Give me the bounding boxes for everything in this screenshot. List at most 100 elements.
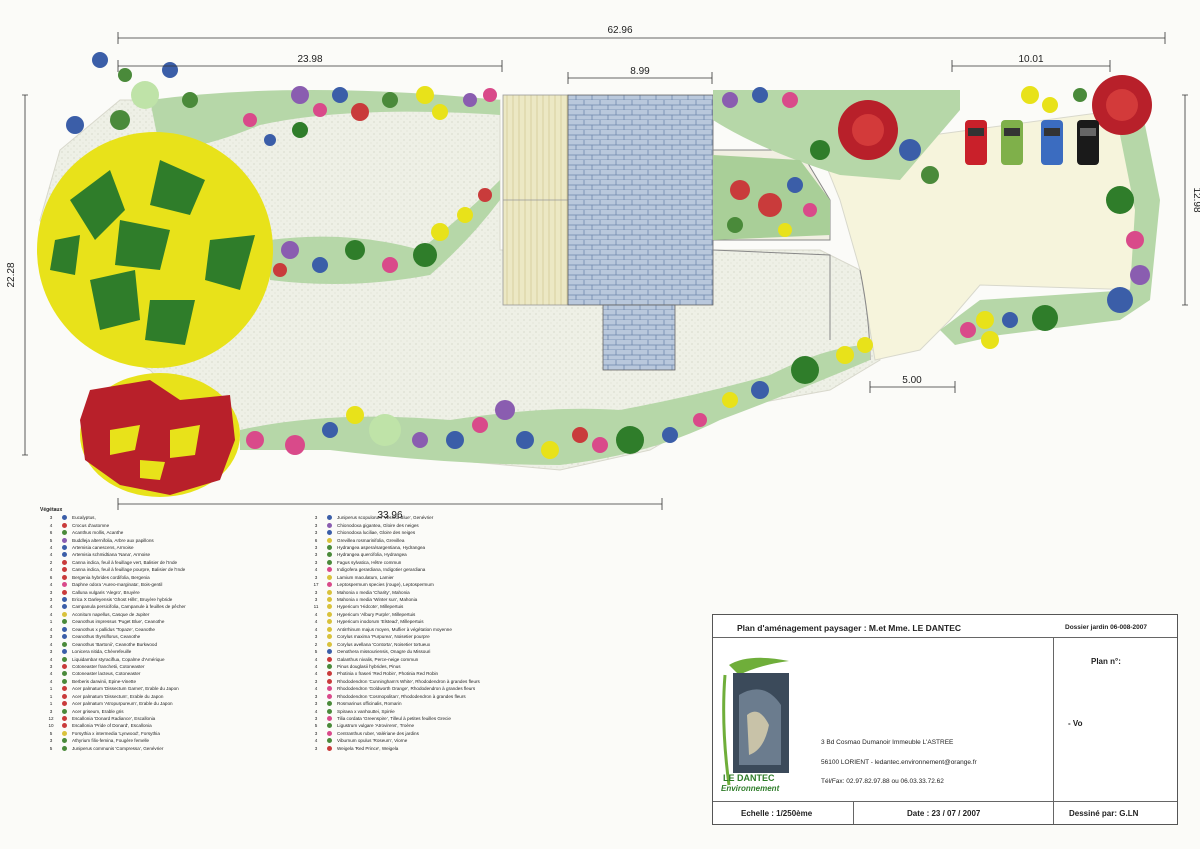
legend-item-name: Mahonia x media 'Winter sun', Mahonia [337,597,418,603]
legend-item-quantity: 1 [49,619,53,625]
legend-item-name: Rhododendron 'Cunningham's White', Rhodo… [337,678,480,684]
legend-item-name: Eucalyptus, [72,515,96,521]
plan-version: - Vo [1068,719,1083,728]
title-block: Plan d'aménagement paysager : M.et Mme. … [712,614,1178,825]
legend-item-name: Rhododendron 'Cosmopolitan', Rhododendro… [337,693,466,699]
legend-item-symbol [327,738,332,744]
legend-item-name: Fagus sylvatica, Hêtre commun [337,559,402,565]
legend-item-name: Weigela 'Red Prince', Weigela [337,745,399,751]
legend-item-symbol [62,544,67,550]
legend-item-quantity: 4 [49,641,53,647]
legend-item-quantity: 3 [49,634,53,640]
legend-item-symbol [62,530,67,536]
legend-item-symbol [327,582,332,588]
legend-item-symbol [62,522,67,528]
legend-item-symbol [327,522,332,528]
plan-number-label: Plan n°: [1091,657,1121,666]
legend-item-symbol [327,701,332,707]
legend-item: 4 Daphne odora 'Aureo-marginata', Bois-ge… [40,581,290,588]
legend-item-name: Daphne odora 'Aureo-marginata', Bois-gen… [72,582,163,588]
flower-clusters [66,52,1152,459]
dim-parking-width: 10.01 [1018,54,1043,65]
legend-item-name: Acanthus mollis, Acanthe [72,530,124,536]
legend-item-symbol [327,515,332,521]
legend-item: 6 Bergenia hybrides cordifolia, Bergenia [40,574,290,581]
legend-item-quantity: 4 [49,522,53,528]
legend-item-quantity: 3 [314,716,318,722]
legend-item-symbol [62,716,67,722]
legend-item-quantity: 1 [49,686,53,692]
legend-item-symbol [327,567,332,573]
legend-item-name: Pinus douglasii hybrides, Pinus [337,663,401,669]
legend-item-name: Canna indica, feuil à feuillage vert, Ba… [72,559,178,565]
legend-item-name: Ligustrum vulgare 'Atrovirens', Troène [337,723,415,729]
legend-item-quantity: 5 [49,537,53,543]
legend-title: Végétaux [40,507,63,513]
dossier-number: Dossier jardin 06-008-2007 [1065,624,1148,631]
dimension-lines [22,32,1188,510]
legend-item-name: Ceanothus impressus 'Puget Blue', Ceanot… [72,619,165,625]
legend-item-quantity: 3 [314,678,318,684]
legend-item-name: Hypericum 'Hidcote', Millepertuis [337,604,404,610]
legend-item-symbol [327,745,332,751]
legend-item: 6 Grevillea rosmarinifolia, Grevillea [305,536,555,543]
legend-item-symbol [327,530,332,536]
legend-item-quantity: 3 [49,663,53,669]
legend-item-quantity: 10 [48,723,54,729]
legend-item: 1 Ceanothus impressus 'Puget Blue', Ceano… [40,618,290,625]
legend-item-quantity: 6 [49,530,53,536]
legend-item-quantity: 4 [314,671,318,677]
dim-terrace-width: 8.99 [630,66,650,77]
legend-item-quantity: 6 [314,537,318,543]
legend-item-symbol [327,619,332,625]
legend-item-symbol [327,589,332,595]
legend-item-quantity: 11 [313,604,319,610]
legend-item-quantity: 6 [49,574,53,580]
legend-item-quantity: 5 [314,649,318,655]
legend-item-quantity: 3 [314,552,318,558]
legend-item-quantity: 4 [49,611,53,617]
plan-title: Plan d'aménagement paysager : M.et Mme. … [737,623,962,633]
legend-item-symbol [327,559,332,565]
legend-item-name: Grevillea rosmarinifolia, Grevillea [337,537,405,543]
legend-item-quantity: 4 [49,552,53,558]
legend-item-symbol [62,730,67,736]
legend-item-name: Indigofera gerardiana, Indigotier gerard… [337,567,426,573]
phone-fax: Tél/Fax: 02.97.82.97.88 ou 06.03.33.72.6… [821,778,944,785]
logo-text-name: LE DANTEC [723,773,775,783]
legend-item-symbol [327,634,332,640]
legend-item-symbol [62,537,67,543]
legend-item: 3 Mahonia x media 'Winter sun', Mahonia [305,596,555,603]
legend-item-name: Tilia cordata 'Greenspire', Tilleul à pe… [337,716,451,722]
legend-item-name: Athyrium filix-femina, Fougère femelle [72,738,150,744]
legend-item-name: Artemisia schmidtiana 'Nana', Armoise [72,552,151,558]
legend-item-name: Photinia x fraseri 'Red Robin', Photinia… [337,671,439,677]
legend-item-quantity: 5 [314,723,318,729]
legend-item-symbol [62,619,67,625]
legend-item-symbol [327,544,332,550]
legend-item-quantity: 3 [314,597,318,603]
legend-item-quantity: 4 [49,582,53,588]
legend-item-symbol [327,708,332,714]
legend-item-quantity: 4 [49,567,53,573]
paved-terrace [567,94,714,306]
legend-item-name: Juniperus communis 'Compressa', Genévrie… [72,745,164,751]
legend-item-quantity: 2 [49,559,53,565]
legend-item-symbol [327,656,332,662]
legend-item-symbol [327,552,332,558]
legend-item-name: Antirrhinum majus moyen, Muflier à végét… [337,626,452,632]
legend-item-symbol [62,582,67,588]
legend-item-name: Bergenia hybrides cordifolia, Bergenia [72,574,150,580]
